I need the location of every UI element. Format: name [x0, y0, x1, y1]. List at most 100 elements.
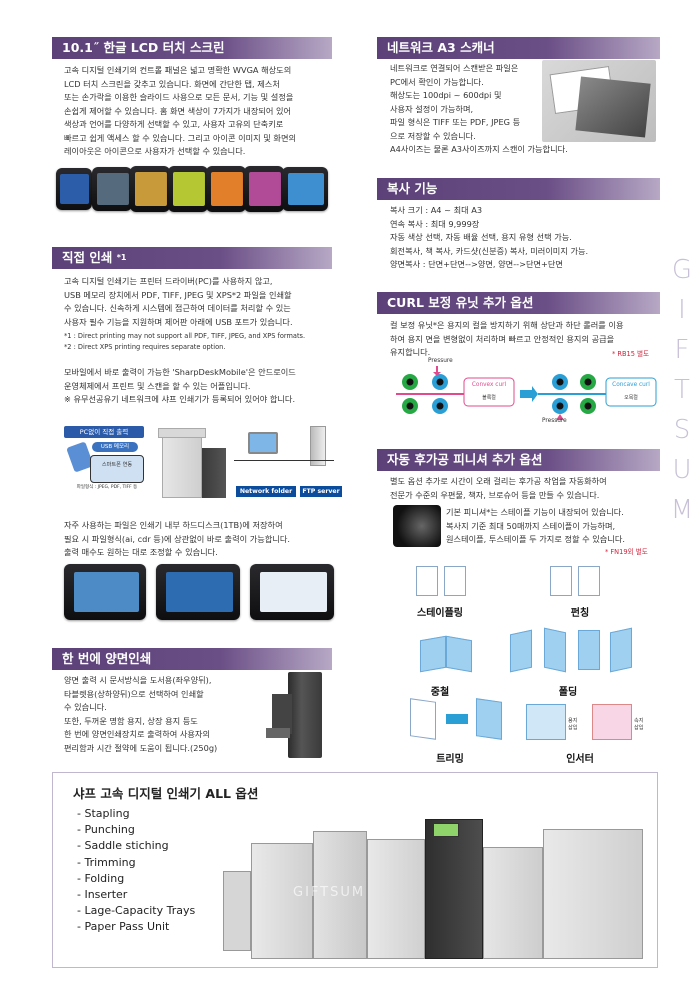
convex-curl-label: Convex curl [471, 382, 507, 388]
saddle-paper-icon [420, 635, 446, 673]
printer-image [158, 428, 228, 498]
saddle-paper-icon [446, 635, 472, 673]
tablet-image [206, 166, 246, 212]
lcd-section-body: 고속 디지털 인쇄기의 컨트롤 패널은 넓고 명확한 WVGA 해상도의 LCD… [64, 65, 297, 156]
direct-print-section-title: 직접 인쇄 *1 [52, 247, 332, 269]
copy-body: 복사 크기 : A4 ~ 최대 A3 연속 복사 : 최대 9,999장 자동 … [390, 205, 589, 269]
duplex-body: 양면 출력 시 문서방식을 도서용(좌우양뒤), 타블렛용(상하양뒤)으로 선택… [64, 675, 218, 753]
trim-paper-icon [476, 698, 502, 740]
brand-letter: U [672, 455, 692, 485]
tablet-image [168, 166, 208, 212]
brand-letter: M [670, 495, 694, 525]
tablet-image [156, 564, 240, 620]
brand-letter: G [671, 255, 693, 285]
copy-section-title: 복사 기능 [377, 178, 660, 200]
direct-print-title-note: *1 [116, 253, 127, 262]
fold-paper-icon [510, 629, 532, 673]
tablet-image [64, 564, 146, 620]
finisher-section-title: 자동 후가공 피니셔 추가 옵션 [377, 449, 660, 471]
scanner-section-title: 네트워크 A3 스캐너 [377, 37, 660, 59]
insert-paper-icon [592, 704, 632, 740]
curl-diagram: Pressure Convex curl 볼록컬 Concave curl 오목… [392, 358, 658, 428]
ftp-server-label: FTP server [300, 486, 342, 497]
tablet-image [244, 166, 284, 212]
finisher-body: 별도 옵션 추가로 시간이 오래 걸리는 후가공 작업을 자동화하여 전문가 수… [390, 476, 607, 500]
concave-curl-label: Concave curl [612, 382, 650, 388]
insert-label: 인서터 [566, 754, 594, 765]
direct-print-note-2: *2 : Direct XPS printing requires separa… [64, 343, 226, 351]
brand-letter: T [674, 375, 690, 405]
hdd-body: 자주 사용하는 파일은 인쇄기 내부 하드디스크(1TB)에 저장하여 필요 시… [64, 520, 291, 557]
convex-curl-sub-label: 볼록컬 [482, 395, 496, 401]
option-item: - Punching [77, 823, 135, 837]
tablet-image [250, 564, 334, 620]
finisher-image [393, 505, 441, 547]
fold-paper-icon [578, 630, 600, 670]
network-line [234, 460, 334, 461]
option-item: - Folding [77, 871, 125, 885]
curl-note: * RB15 별도 [612, 350, 650, 358]
direct-print-body: 고속 디지털 인쇄기는 프린터 드라이버(PC)를 사용하지 않고, USB 메… [64, 276, 293, 327]
brand-letter: S [673, 415, 691, 445]
punch-paper-icon [578, 566, 600, 596]
pc-free-label: PC없이 직접 출력 [64, 426, 144, 438]
trim-arrow-icon [446, 714, 468, 724]
lcd-tablet-row [56, 166, 330, 214]
insert-a-label: 용지 삽입 [568, 718, 578, 731]
server-icon [310, 426, 326, 466]
scanner-body: 네트워크로 연결되어 스캔받은 파일은 PC에서 확인이 가능합니다. 해상도는… [390, 63, 568, 154]
trim-paper-icon [410, 698, 436, 740]
option-item: - Trimming [77, 855, 136, 869]
all-options-box: 샤프 고속 디지털 인쇄기 ALL 옵션 - Stapling - Punchi… [52, 772, 658, 968]
brand-letter: F [674, 335, 690, 365]
staple-paper-icon [416, 566, 438, 596]
tablet-image [130, 166, 170, 212]
scanner-image [542, 60, 656, 142]
insert-b-label: 속지 삽입 [634, 718, 644, 731]
tablet-image [56, 168, 92, 210]
insert-paper-icon [526, 704, 566, 740]
watermark: GIFTSUM [293, 885, 366, 900]
tablet-image [92, 167, 132, 211]
all-options-title: 샤프 고속 디지털 인쇄기 ALL 옵션 [73, 786, 259, 801]
finishing-icons: 스테이플링 펀칭 중철 폴딩 트리밍 용지 삽입 속지 삽입 인서터 [380, 560, 660, 770]
option-item: - Lage-Capacity Trays [77, 904, 196, 918]
finisher-note: * FN19외 별도 [605, 548, 648, 556]
curl-body: 컬 보정 유닛*은 용지의 컬을 방지하기 위해 상단과 하단 롤러를 이용 하… [390, 320, 624, 357]
fold-paper-icon [610, 627, 632, 673]
finisher-detail: 기본 피니셔*는 스테이플 기능이 내장되어 있습니다. 복사지 기준 최대 5… [446, 507, 626, 544]
brand-letter: I [678, 295, 686, 325]
option-item: - Paper Pass Unit [77, 920, 170, 934]
staple-paper-icon [444, 566, 466, 596]
direct-print-note-1: *1 : Direct printing may not support all… [64, 332, 306, 340]
all-options-list: - Stapling - Punching - Saddle stiching … [77, 806, 195, 936]
phone-label: 스마트폰 연동 [101, 462, 133, 468]
curl-section-title: CURL 보정 유닛 추가 옵션 [377, 292, 660, 314]
pressure-bottom-label: Pressure [542, 418, 567, 424]
lcd-section-title: 10.1˝ 한글 LCD 터치 스크린 [52, 37, 332, 59]
concave-curl-sub-label: 오목컬 [624, 395, 638, 401]
option-item: - Saddle stiching [77, 839, 169, 853]
punch-paper-icon [550, 566, 572, 596]
duplex-section-title: 한 번에 양면인쇄 [52, 648, 332, 670]
computer-icon [248, 432, 278, 454]
duplex-unit-image [258, 668, 330, 762]
saddle-label: 중철 [430, 687, 450, 698]
option-item: - Inserter [77, 888, 128, 902]
tablet-image [282, 167, 328, 211]
pressure-top-label: Pressure [428, 358, 453, 364]
usb-label: USB 메모리 [92, 442, 138, 452]
vertical-brand: G I F T S U M [668, 250, 696, 730]
trim-label: 트리밍 [436, 754, 464, 765]
file-types-label: 파일형식 : JPEG, PDF, TIFF 등 [76, 485, 138, 490]
mobile-print-body: 모바일에서 바로 출력이 가능한 'SharpDeskMobile'은 안드로이… [64, 367, 296, 404]
fold-paper-icon [544, 627, 566, 673]
staple-label: 스테이플링 [417, 608, 463, 619]
curl-diagram-svg [396, 366, 657, 420]
option-item: - Stapling [77, 807, 130, 820]
printer-full-system-image: GIFTSUM [223, 799, 651, 963]
direct-print-title-text: 직접 인쇄 [62, 250, 113, 265]
phone-image [90, 455, 144, 483]
direct-print-diagram: PC없이 직접 출력 USB 메모리 스마트폰 연동 파일형식 : JPEG, … [64, 424, 342, 500]
fold-label: 폴딩 [558, 687, 578, 698]
